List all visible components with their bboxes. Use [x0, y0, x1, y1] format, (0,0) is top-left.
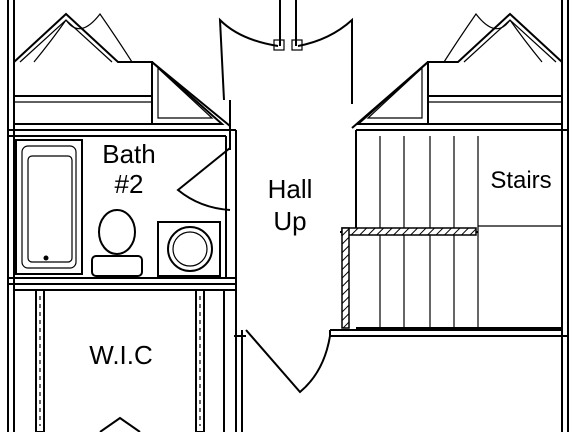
- bath-label-line1: Bath: [102, 139, 156, 169]
- bay-window-right: [351, 12, 563, 129]
- hall-label-line2: Up: [273, 206, 306, 236]
- wic-label: W.I.C: [89, 340, 153, 370]
- bay-window-left: [13, 12, 231, 127]
- sink: [157, 221, 221, 277]
- hall-label-line1: Hall: [268, 174, 313, 204]
- hall-top-doors: [218, 0, 353, 150]
- hall-lower-walls: [234, 284, 568, 432]
- outer-walls: [7, 0, 569, 432]
- wic-walls: [14, 289, 236, 432]
- stairs-label: Stairs: [490, 167, 551, 194]
- bath-walls: [8, 129, 237, 285]
- bathtub: [15, 139, 83, 275]
- stairs: [340, 129, 568, 329]
- toilet: [91, 209, 143, 277]
- bath-label-line2: #2: [115, 169, 144, 199]
